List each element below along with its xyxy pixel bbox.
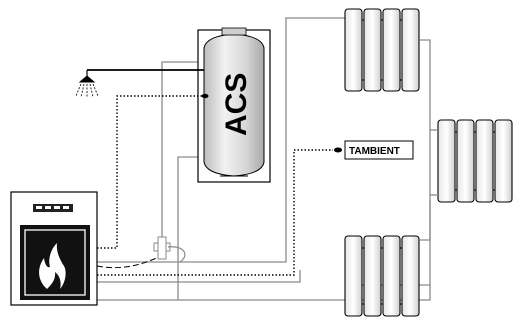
- shower-head-icon: [75, 69, 204, 98]
- radiator-icon: [437, 119, 513, 203]
- radiator-icon: [344, 235, 420, 317]
- three-way-valve-icon: [153, 236, 186, 263]
- dashed-control-line: [96, 255, 163, 269]
- coil-return-pipe: [177, 156, 204, 300]
- radiator-top-link: [420, 39, 431, 130]
- temperature-sensor-icon: TAMBIENT: [334, 140, 414, 160]
- flame-icon: [39, 243, 66, 289]
- sensor-label: TAMBIENT: [349, 146, 400, 157]
- dotted-control-lines: [97, 95, 333, 276]
- mid-pipe: [97, 270, 301, 283]
- boiler: [10, 191, 98, 306]
- pipe-network: [97, 17, 431, 301]
- ambient-probe-line: [97, 149, 333, 276]
- radiator-middle: [430, 119, 513, 203]
- supply-pipe: [97, 17, 345, 263]
- tank-probe-icon: [201, 93, 209, 99]
- radiator-icon: [344, 8, 420, 92]
- tank-label: ACS: [220, 73, 253, 136]
- radiator-bottom: [344, 235, 420, 317]
- coil-feed-pipe: [161, 61, 204, 245]
- return-pipe: [97, 285, 431, 301]
- bottom-radiator-feed: [420, 200, 431, 241]
- tank-probe-line: [97, 95, 204, 249]
- hot-water-tank: ACS: [197, 27, 271, 183]
- radiator-top: [344, 8, 420, 92]
